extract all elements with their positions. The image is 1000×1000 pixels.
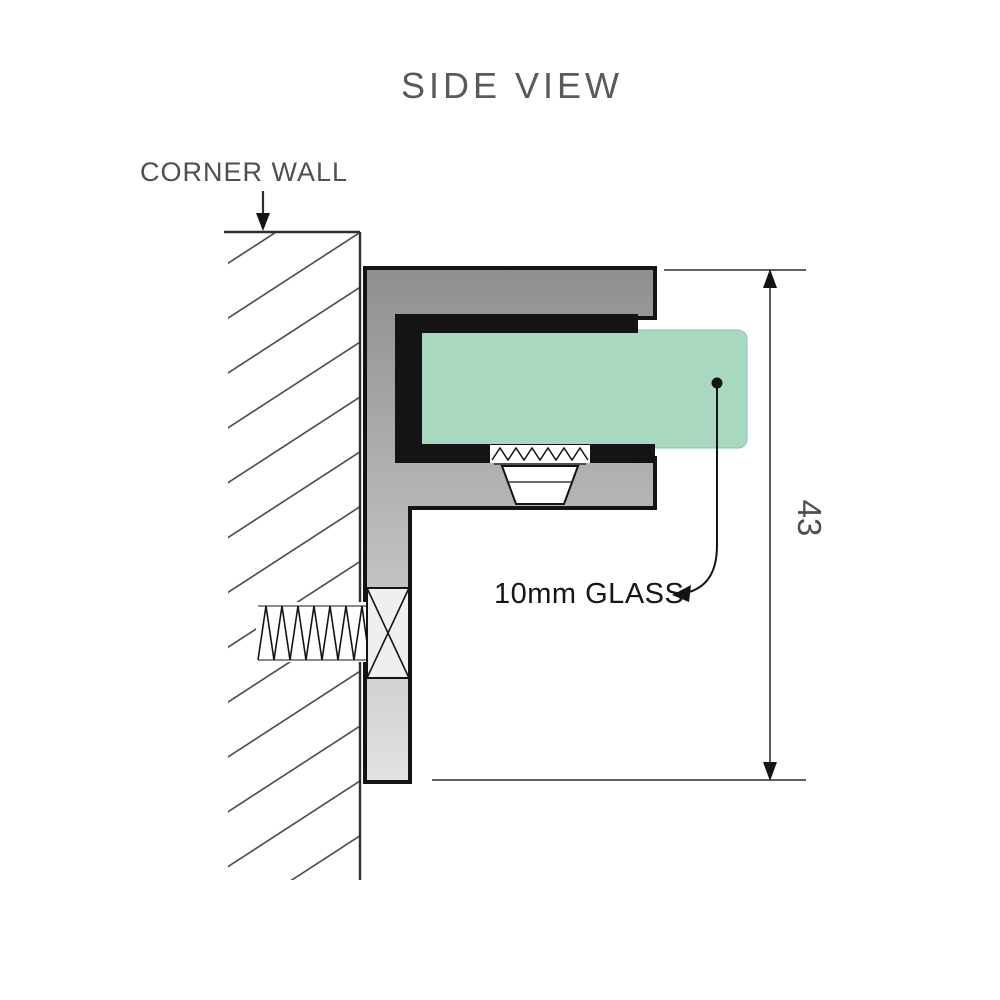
dimension-arrow-down: [763, 762, 777, 781]
corner-wall: [224, 230, 362, 880]
dimension-43: 43: [432, 269, 828, 781]
glass-callout: 10mm GLASS: [494, 377, 723, 610]
mounting-screw: [256, 587, 410, 679]
wall-hatching: [228, 232, 360, 880]
dimension-arrow-up: [763, 269, 777, 288]
corner-wall-arrowhead: [256, 213, 270, 231]
corner-wall-callout: CORNER WALL: [140, 157, 348, 231]
dimension-value: 43: [791, 500, 828, 537]
leader-dot: [711, 377, 723, 389]
grub-screw: [490, 445, 590, 505]
glass-panel: [420, 329, 748, 449]
grub-screw-cone: [500, 465, 580, 505]
corner-wall-label: CORNER WALL: [140, 157, 348, 187]
screw-head-cross-2: [366, 587, 410, 679]
leader-arrowhead: [672, 585, 691, 602]
clamp-jaw: [395, 314, 655, 463]
grub-screw-thread-zigzag: [491, 446, 589, 462]
page-title: SIDE VIEW: [401, 65, 623, 106]
glass-label: 10mm GLASS: [494, 578, 684, 610]
